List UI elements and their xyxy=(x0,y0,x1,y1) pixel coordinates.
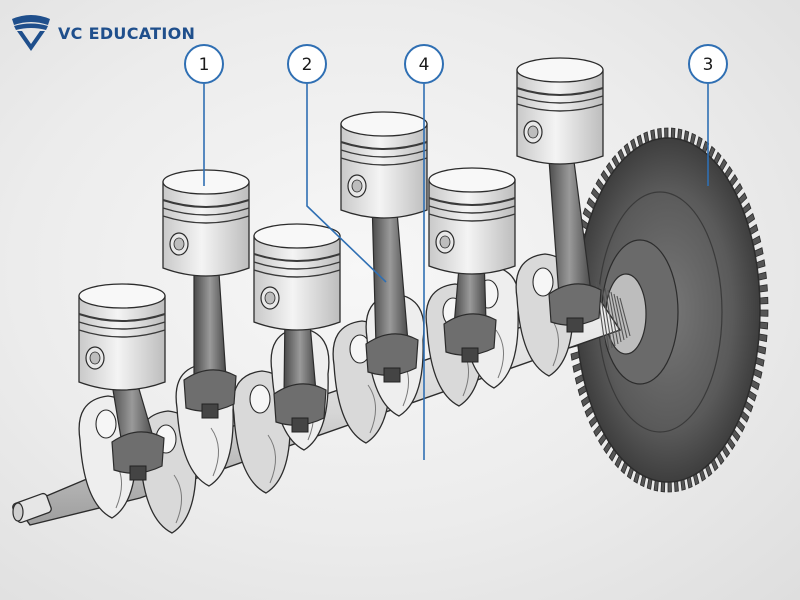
logo-text: VC EDUCATION xyxy=(58,23,196,43)
flywheel-tooth xyxy=(667,481,672,493)
piston xyxy=(162,169,250,277)
spline-ridge xyxy=(604,287,616,347)
vc-shield-icon xyxy=(12,15,50,51)
flywheel-tooth xyxy=(657,127,663,140)
callout-number: 1 xyxy=(199,55,210,75)
flywheel-tooth xyxy=(757,271,767,281)
connecting-rod xyxy=(547,145,602,333)
spline-ridge xyxy=(619,297,631,337)
spline-ridge xyxy=(610,291,622,343)
leader-line-2 xyxy=(306,84,387,283)
callout-number: 2 xyxy=(302,55,313,75)
connecting-rod xyxy=(365,199,419,383)
spline-ridge xyxy=(616,295,628,339)
callout-2: 2 xyxy=(287,44,327,84)
flywheel-tooth xyxy=(673,480,679,493)
flywheel-tooth xyxy=(650,129,656,142)
flywheel-tooth xyxy=(677,128,683,141)
connecting-rod xyxy=(183,257,237,419)
callout-number: 3 xyxy=(703,55,714,75)
piston xyxy=(253,223,341,331)
flywheel-tooth xyxy=(660,481,666,493)
callout-number: 4 xyxy=(419,55,430,75)
flywheel-tooth xyxy=(680,478,686,491)
spline-ridge xyxy=(601,285,613,349)
flywheel-tooth xyxy=(759,321,769,330)
piston xyxy=(428,167,516,275)
callout-3: 3 xyxy=(688,44,728,84)
piston xyxy=(340,111,428,219)
vc-education-logo: VC EDUCATION xyxy=(8,10,195,56)
callouts: 1 2 4 3 xyxy=(184,44,728,460)
flywheel-tooth xyxy=(664,127,669,139)
piston xyxy=(78,283,166,391)
connecting-rod xyxy=(273,311,327,433)
flywheel-tooth xyxy=(758,284,768,293)
pistons xyxy=(78,57,604,391)
piston xyxy=(516,57,604,165)
callout-1: 1 xyxy=(184,44,224,84)
spline-ridge xyxy=(607,289,619,345)
flywheel-tooth xyxy=(653,479,659,492)
spline-ridge xyxy=(613,293,625,341)
callout-4: 4 xyxy=(404,44,444,84)
flywheel-tooth xyxy=(758,333,768,343)
connecting-rods xyxy=(109,145,602,481)
flywheel-tooth xyxy=(759,309,769,317)
flywheel-tooth xyxy=(759,296,769,305)
flywheel-tooth xyxy=(670,127,676,139)
